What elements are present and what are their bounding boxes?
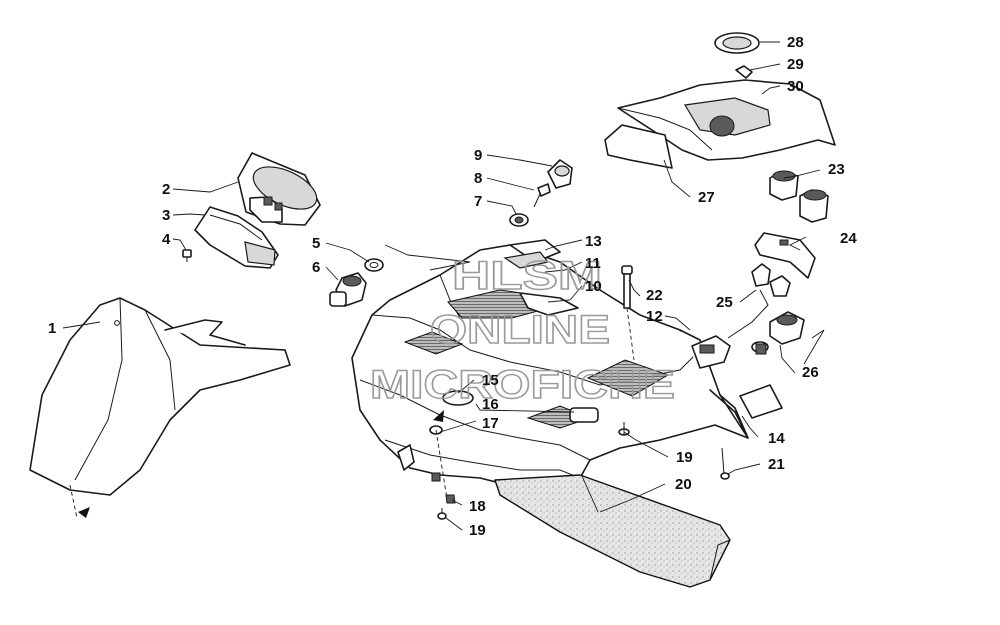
gauge-part (237, 152, 321, 226)
wire-harness-part (691, 263, 791, 369)
screw-4-part (182, 249, 192, 262)
callout-30: 30 (787, 78, 804, 95)
callout-29: 29 (787, 56, 804, 73)
callout-14: 14 (768, 430, 785, 447)
bolt-8-part (533, 183, 551, 208)
power-socket-part (751, 311, 825, 365)
knob-9-part (547, 159, 573, 189)
callout-15: 15 (482, 372, 499, 389)
callout-18: 18 (469, 498, 486, 515)
callout-17: 17 (482, 415, 499, 432)
callout-labels: 1 2 3 4 5 6 7 8 9 10 11 12 13 14 15 16 1… (48, 34, 857, 539)
callout-6: 6 (312, 259, 320, 276)
ring-28-part (714, 32, 760, 54)
callout-5: 5 (312, 235, 320, 252)
callout-11: 11 (585, 255, 601, 272)
callout-22: 22 (646, 287, 663, 304)
callout-23: 23 (828, 161, 845, 178)
screw-21-part (720, 447, 730, 480)
callout-13: 13 (585, 233, 602, 250)
watermark-line-2: ONLINE (430, 308, 610, 352)
callout-3: 3 (162, 207, 170, 224)
foam-pad-part (494, 474, 731, 588)
callout-7: 7 (474, 193, 482, 210)
callout-12: 12 (646, 308, 663, 325)
bolt-22-part (621, 265, 635, 361)
switch-23-part (769, 170, 829, 223)
callout-20: 20 (675, 476, 692, 493)
callout-28: 28 (787, 34, 804, 51)
callout-10: 10 (585, 278, 602, 295)
leader-lines (62, 41, 821, 531)
callout-8: 8 (474, 170, 482, 187)
ignition-switch-part (329, 272, 367, 307)
callout-27: 27 (698, 189, 715, 206)
upper-cover-part (604, 79, 836, 169)
screw-18-part (445, 494, 456, 504)
front-fender-part (29, 297, 291, 519)
callout-24: 24 (840, 230, 857, 247)
callout-26: 26 (802, 364, 819, 381)
gauge-bracket-part (194, 206, 279, 269)
callout-1: 1 (48, 320, 56, 337)
clip-29-part (735, 65, 753, 79)
callout-19-right: 19 (676, 449, 693, 466)
callout-4: 4 (162, 231, 171, 248)
callout-16: 16 (482, 396, 499, 413)
watermark-line-3: MICROFICHE (370, 363, 675, 407)
callout-9: 9 (474, 147, 482, 164)
label-14-part (739, 384, 783, 419)
callout-25: 25 (716, 294, 733, 311)
watermark: HLSM ONLINE MICROFICHE (369, 253, 675, 407)
watermark-line-1: HLSM (452, 254, 602, 298)
switch-plate-part (754, 232, 816, 279)
callout-2: 2 (162, 181, 170, 198)
callout-19-lower: 19 (469, 522, 486, 539)
callout-21: 21 (768, 456, 785, 473)
screw-19-lower-part (437, 508, 447, 520)
washer-5-part (364, 258, 384, 272)
grommet-7-part (509, 213, 529, 227)
